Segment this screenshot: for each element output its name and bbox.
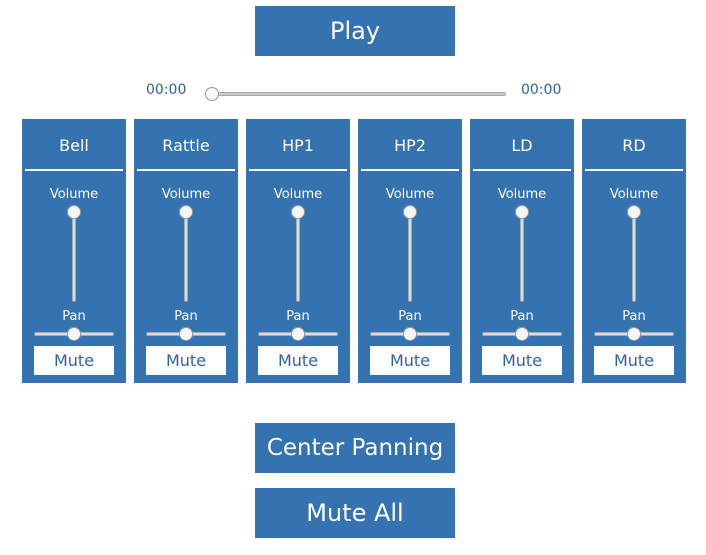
channel-divider [25, 169, 123, 171]
volume-slider-thumb[interactable] [403, 205, 417, 219]
volume-label: Volume [49, 187, 99, 202]
pan-slider-thumb[interactable] [67, 327, 81, 341]
mute-button[interactable]: Mute [258, 346, 338, 375]
volume-slider-track[interactable] [520, 214, 524, 302]
pan-slider-thumb[interactable] [403, 327, 417, 341]
pan-slider-thumb[interactable] [627, 327, 641, 341]
channel-name: HP2 [394, 136, 426, 155]
volume-slider-thumb[interactable] [627, 205, 641, 219]
pan-slider-thumb[interactable] [179, 327, 193, 341]
pan-label: Pan [398, 309, 422, 324]
mute-button[interactable]: Mute [370, 346, 450, 375]
channel-divider [361, 169, 459, 171]
volume-slider-track[interactable] [632, 214, 636, 302]
volume-slider-track[interactable] [184, 214, 188, 302]
mute-button[interactable]: Mute [482, 346, 562, 375]
channel-name: Bell [59, 136, 89, 155]
volume-label: Volume [161, 187, 211, 202]
channel-strip-hp1: HP1 Volume Pan Mute [246, 119, 350, 383]
volume-label: Volume [385, 187, 435, 202]
volume-label: Volume [609, 187, 659, 202]
play-button[interactable]: Play [255, 6, 455, 56]
volume-slider-thumb[interactable] [291, 205, 305, 219]
channel-name: RD [622, 136, 646, 155]
pan-slider-thumb[interactable] [291, 327, 305, 341]
mute-all-button[interactable]: Mute All [255, 488, 455, 538]
mute-button[interactable]: Mute [146, 346, 226, 375]
volume-slider-track[interactable] [296, 214, 300, 302]
volume-slider-thumb[interactable] [67, 205, 81, 219]
volume-slider-track[interactable] [72, 214, 76, 302]
channel-divider [585, 169, 683, 171]
pan-label: Pan [174, 309, 198, 324]
mute-button[interactable]: Mute [34, 346, 114, 375]
seek-bar-track[interactable] [210, 92, 506, 96]
channel-strip-bell: Bell Volume Pan Mute [22, 119, 126, 383]
channel-strip-rattle: Rattle Volume Pan Mute [134, 119, 238, 383]
pan-label: Pan [62, 309, 86, 324]
volume-label: Volume [497, 187, 547, 202]
channel-divider [473, 169, 571, 171]
mute-button[interactable]: Mute [594, 346, 674, 375]
pan-label: Pan [286, 309, 310, 324]
channel-strip-rd: RD Volume Pan Mute [582, 119, 686, 383]
volume-slider-thumb[interactable] [515, 205, 529, 219]
channel-strip-hp2: HP2 Volume Pan Mute [358, 119, 462, 383]
current-time: 00:00 [146, 82, 187, 98]
total-time: 00:00 [521, 82, 562, 98]
channel-name: LD [511, 136, 533, 155]
pan-slider-thumb[interactable] [515, 327, 529, 341]
channel-name: HP1 [282, 136, 314, 155]
center-panning-button[interactable]: Center Panning [255, 423, 455, 473]
channel-name: Rattle [162, 136, 210, 155]
volume-slider-thumb[interactable] [179, 205, 193, 219]
volume-label: Volume [273, 187, 323, 202]
channel-divider [137, 169, 235, 171]
seek-bar-thumb[interactable] [205, 87, 219, 101]
volume-slider-track[interactable] [408, 214, 412, 302]
pan-label: Pan [510, 309, 534, 324]
pan-label: Pan [622, 309, 646, 324]
channel-divider [249, 169, 347, 171]
channel-strip-ld: LD Volume Pan Mute [470, 119, 574, 383]
